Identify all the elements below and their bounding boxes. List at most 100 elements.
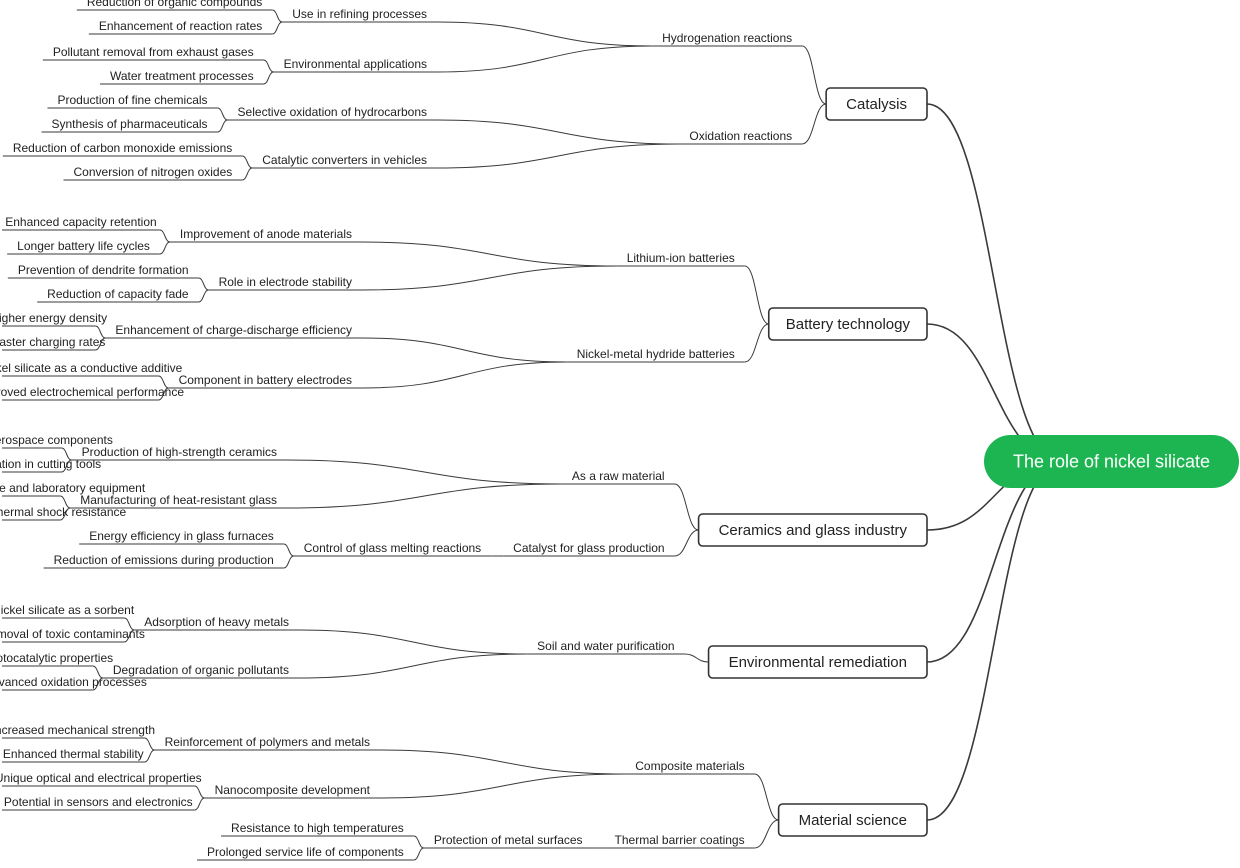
leaf-label[interactable]: Enhancement of reaction rates <box>99 19 262 33</box>
connector-line <box>194 797 205 811</box>
leaf-label[interactable]: Photocatalytic properties <box>0 651 113 665</box>
leaf-label[interactable]: Energy efficiency in glass furnaces <box>89 529 274 543</box>
connector-line <box>95 325 106 339</box>
subtopic-label[interactable]: Adsorption of heavy metals <box>144 615 289 629</box>
connector-line <box>61 447 72 461</box>
subtopic-label[interactable]: Degradation of organic pollutants <box>113 663 289 677</box>
leaf-label[interactable]: Application in cutting tools <box>0 457 101 471</box>
connector-line <box>263 59 274 73</box>
root-node[interactable]: The role of nickel silicate <box>984 435 1239 488</box>
topic-label[interactable]: Soil and water purification <box>537 639 674 653</box>
subtopic-label[interactable]: Control of glass melting reactions <box>304 541 481 555</box>
subtopic-label[interactable]: Reinforcement of polymers and metals <box>165 735 370 749</box>
connector-line <box>801 103 827 145</box>
connector-line <box>92 677 104 691</box>
connector-line <box>298 629 528 655</box>
leaf-label[interactable]: Prevention of dendrite formation <box>18 263 189 277</box>
leaf-label[interactable]: Enhanced thermal stability <box>3 747 144 761</box>
leaf-label[interactable]: Increased mechanical strength <box>0 723 155 737</box>
leaf-label[interactable]: Reduction of capacity fade <box>47 287 189 301</box>
leaf-label[interactable]: Nickel silicate as a sorbent <box>0 603 135 617</box>
leaf-label[interactable]: Water treatment processes <box>110 69 254 83</box>
leaf-label[interactable]: Synthesis of pharmaceuticals <box>51 117 207 131</box>
connector-layer <box>2 9 1063 861</box>
leaf-label[interactable]: Nickel silicate as a conductive additive <box>0 361 183 375</box>
leaf-label[interactable]: Pollutant removal from exhaust gases <box>53 45 254 59</box>
subtopic-label[interactable]: Environmental applications <box>284 57 427 71</box>
connector-line <box>144 737 155 751</box>
leaf-label[interactable]: Use in cookware and laboratory equipment <box>0 481 146 495</box>
branch-node[interactable]: Ceramics and glass industry <box>697 513 928 547</box>
leaf-label[interactable]: Use in aerospace components <box>0 433 113 447</box>
subtopic-label[interactable]: Use in refining processes <box>292 7 427 21</box>
connector-line <box>242 155 253 169</box>
connector-line <box>286 483 562 509</box>
connector-line <box>361 241 617 267</box>
root-node-shape <box>984 435 1239 488</box>
connector-line <box>144 749 155 763</box>
connector-line <box>674 483 699 531</box>
leaf-label[interactable]: Enhanced thermal shock resistance <box>0 505 126 519</box>
branch-node[interactable]: Environmental remediation <box>707 645 928 679</box>
connector-line <box>60 495 71 509</box>
connector-line <box>361 265 617 291</box>
branch-node-label: Catalysis <box>846 96 907 113</box>
leaf-label[interactable]: Reduction of organic compounds <box>87 0 262 9</box>
subtopic-label[interactable]: Improvement of anode materials <box>180 227 352 241</box>
topic-label[interactable]: Composite materials <box>635 759 744 773</box>
leaf-label[interactable]: Resistance to high temperatures <box>231 821 404 835</box>
connector-line <box>159 241 171 255</box>
connector-line <box>61 459 72 473</box>
topic-label[interactable]: Lithium-ion batteries <box>627 251 735 265</box>
connector-line <box>95 337 106 351</box>
branch-node[interactable]: Battery technology <box>767 307 928 341</box>
connector-line <box>198 289 209 303</box>
connector-line <box>801 45 827 105</box>
leaf-label[interactable]: Enhanced capacity retention <box>5 215 156 229</box>
subtopic-label[interactable]: Selective oxidation of hydrocarbons <box>238 105 427 119</box>
leaf-label[interactable]: Removal of toxic contaminants <box>0 627 145 641</box>
connector-line <box>436 45 653 73</box>
branch-node[interactable]: Material science <box>777 803 928 837</box>
subtopic-label[interactable]: Role in electrode stability <box>219 275 352 289</box>
leaf-label[interactable]: Prolonged service life of components <box>207 845 404 859</box>
topic-label[interactable]: As a raw material <box>572 469 665 483</box>
connector-line <box>198 277 209 291</box>
leaf-label[interactable]: Longer battery life cycles <box>17 239 150 253</box>
subtopic-label[interactable]: Enhancement of charge-discharge efficien… <box>115 323 352 337</box>
topic-label[interactable]: Catalyst for glass production <box>513 541 664 555</box>
leaf-label[interactable]: Conversion of nitrogen oxides <box>74 165 233 179</box>
subtopic-label[interactable]: Nanocomposite development <box>215 783 371 797</box>
connector-line <box>217 119 228 133</box>
leaf-label[interactable]: Potential in sensors and electronics <box>4 795 193 809</box>
branch-node[interactable]: Catalysis <box>825 87 928 121</box>
topic-label[interactable]: Oxidation reactions <box>689 129 792 143</box>
leaf-label[interactable]: Reduction of carbon monoxide emissions <box>13 141 232 155</box>
leaf-label[interactable]: Unique optical and electrical properties <box>0 771 202 785</box>
leaf-label[interactable]: Higher energy density <box>0 311 107 325</box>
subtopic-label[interactable]: Catalytic converters in vehicles <box>262 153 427 167</box>
topic-label[interactable]: Nickel-metal hydride batteries <box>577 347 735 361</box>
leaf-label[interactable]: Faster charging rates <box>0 335 105 349</box>
connector-line <box>60 507 71 521</box>
connector-line <box>272 9 283 23</box>
leaf-label[interactable]: Reduction of emissions during production <box>54 553 274 567</box>
branch-node-label: Battery technology <box>786 316 911 333</box>
subtopic-label[interactable]: Manufacturing of heat-resistant glass <box>80 493 277 507</box>
connector-line <box>92 665 104 679</box>
leaf-label[interactable]: Improved electrochemical performance <box>0 385 184 399</box>
subtopic-label[interactable]: Production of high-strength ceramics <box>82 445 277 459</box>
connector-line <box>926 460 1063 663</box>
connector-line <box>436 143 680 169</box>
branch-node-shape <box>767 307 928 341</box>
leaf-label[interactable]: Use in advanced oxidation processes <box>0 675 147 689</box>
connector-line <box>298 653 528 679</box>
connector-line <box>158 387 169 401</box>
topic-label[interactable]: Hydrogenation reactions <box>662 31 792 45</box>
leaf-label[interactable]: Production of fine chemicals <box>57 93 207 107</box>
connector-line <box>361 337 567 363</box>
connector-line <box>744 265 769 325</box>
subtopic-label[interactable]: Protection of metal surfaces <box>434 833 583 847</box>
topic-label[interactable]: Thermal barrier coatings <box>615 833 745 847</box>
subtopic-label[interactable]: Component in battery electrodes <box>179 373 352 387</box>
